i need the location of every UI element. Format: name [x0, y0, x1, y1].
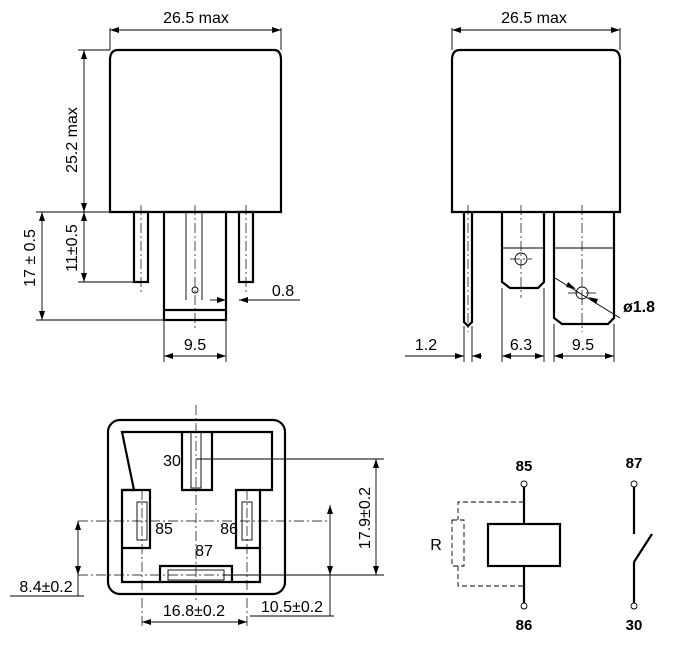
pin-right-tab-small — [500, 212, 546, 290]
coil-symbol — [486, 522, 562, 568]
pin-label-85: 85 — [155, 521, 173, 538]
pin-right-tab-large — [552, 212, 616, 326]
dim-total-pin: 17 ± 0.5 — [22, 229, 39, 287]
coil-label-bottom: 86 — [516, 617, 533, 634]
pin-label-86: 86 — [220, 521, 238, 538]
dim-pin-thickness-left: 0.8 — [272, 283, 294, 300]
dim-width-right: 26.5 max — [501, 10, 567, 27]
dim-right-offset: 10.5±0.2 — [261, 599, 323, 616]
dim-pin-width-small: 6.3 — [510, 337, 532, 354]
dim-height-left: 25.2 max — [64, 107, 81, 173]
dim-pin-length: 11±0.5 — [64, 224, 81, 272]
dim-vertical: 17.9±0.2 — [357, 487, 374, 549]
side-view-left: 26.5 max 25.2 max 11±0.5 17 ± 0.5 — [22, 10, 300, 362]
bottom-body-outer — [106, 418, 287, 596]
dim-horizontal: 16.8±0.2 — [163, 603, 225, 620]
resistor-symbol — [451, 519, 465, 567]
switch-contact — [633, 533, 653, 563]
switch-label-top: 87 — [626, 455, 643, 472]
relay-body-left — [108, 48, 283, 214]
relay-body-right — [450, 48, 622, 214]
dim-pin-thickness-right: 1.2 — [415, 337, 437, 354]
resistor-label: R — [430, 537, 442, 554]
dim-left-offset: 8.4±0.2 — [19, 579, 72, 596]
pin-label-87: 87 — [195, 543, 213, 560]
dim-pin-width-left: 9.5 — [184, 337, 206, 354]
pin-label-30: 30 — [163, 453, 181, 470]
coil-label-top: 85 — [516, 458, 533, 475]
dim-hole: ø1.8 — [623, 299, 655, 316]
bottom-view: 30 85 86 87 17.9±0.2 8.4±0.2 10.5±0.2 16… — [10, 405, 384, 628]
dim-pin-width-large: 9.5 — [572, 337, 594, 354]
dim-width-left: 26.5 max — [163, 10, 229, 27]
switch-label-bottom: 30 — [626, 617, 643, 634]
schematic: 85 86 R 87 30 — [430, 455, 653, 634]
side-view-right: 26.5 max ø1.8 1.2 6.3 9.5 — [405, 10, 655, 362]
